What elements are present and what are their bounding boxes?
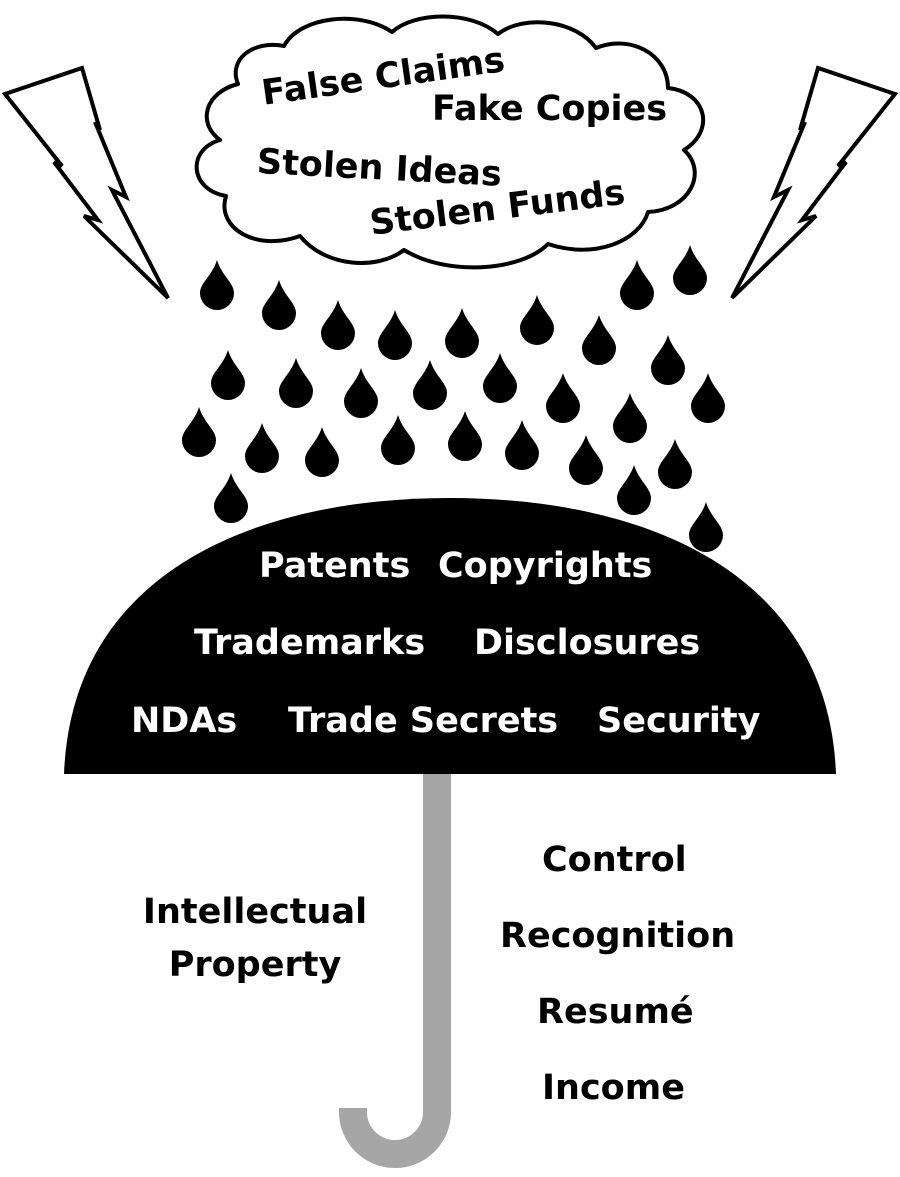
umbrella-canopy bbox=[64, 498, 836, 774]
raindrop-icon bbox=[378, 310, 412, 360]
protection-disclosures: Disclosures bbox=[474, 623, 701, 663]
threat-fake-copies: Fake Copies bbox=[432, 89, 668, 129]
raindrop-icon bbox=[305, 427, 339, 477]
protection-patents: Patents bbox=[259, 546, 411, 586]
raindrop-icon bbox=[445, 308, 479, 358]
protection-trade-secrets: Trade Secrets bbox=[288, 701, 559, 741]
subject-line-2: Property bbox=[168, 945, 342, 985]
raindrop-icon bbox=[413, 360, 447, 410]
raindrop-icon bbox=[182, 407, 216, 457]
raindrop-icon bbox=[691, 373, 725, 423]
cloud-icon bbox=[194, 14, 705, 270]
benefit-recognition: Recognition bbox=[500, 916, 736, 956]
raindrop-icon bbox=[546, 373, 580, 423]
raindrop-icon bbox=[214, 473, 248, 523]
raindrop-icon bbox=[211, 350, 245, 400]
raindrop-icon bbox=[620, 260, 654, 310]
protection-copyrights: Copyrights bbox=[438, 546, 653, 586]
protection-ndas: NDAs bbox=[131, 701, 238, 741]
raindrop-icon bbox=[321, 300, 355, 350]
umbrella-handle bbox=[339, 772, 451, 1168]
raindrop-icon bbox=[279, 358, 313, 408]
raindrop-icon bbox=[520, 295, 554, 345]
raindrop-icon bbox=[613, 393, 647, 443]
raindrop-icon bbox=[658, 439, 692, 489]
benefit-income: Income bbox=[542, 1068, 685, 1108]
raindrop-icon bbox=[381, 415, 415, 465]
benefit-control: Control bbox=[542, 840, 687, 880]
raindrop-icon bbox=[651, 335, 685, 385]
subject-line-1: Intellectual bbox=[142, 892, 368, 932]
raindrop-icon bbox=[673, 245, 707, 295]
raindrop-icon bbox=[245, 423, 279, 473]
raindrop-icon bbox=[617, 465, 651, 515]
subject-label: Intellectual Property bbox=[130, 886, 380, 992]
raindrop-icon bbox=[448, 411, 482, 461]
raindrop-icon bbox=[262, 280, 296, 330]
rain bbox=[182, 245, 725, 552]
protection-security: Security bbox=[597, 701, 761, 741]
raindrop-icon bbox=[505, 420, 539, 470]
lightning-bolt-icon bbox=[730, 65, 899, 300]
lightning-bolt-icon bbox=[1, 65, 170, 300]
benefit-resume: Resumé bbox=[537, 992, 694, 1032]
raindrop-icon bbox=[483, 353, 517, 403]
raindrop-icon bbox=[344, 368, 378, 418]
raindrop-icon bbox=[569, 435, 603, 485]
protection-trademarks: Trademarks bbox=[194, 623, 426, 663]
raindrop-icon bbox=[582, 315, 616, 365]
raindrop-icon bbox=[200, 260, 234, 310]
raindrop-icon bbox=[689, 502, 723, 552]
